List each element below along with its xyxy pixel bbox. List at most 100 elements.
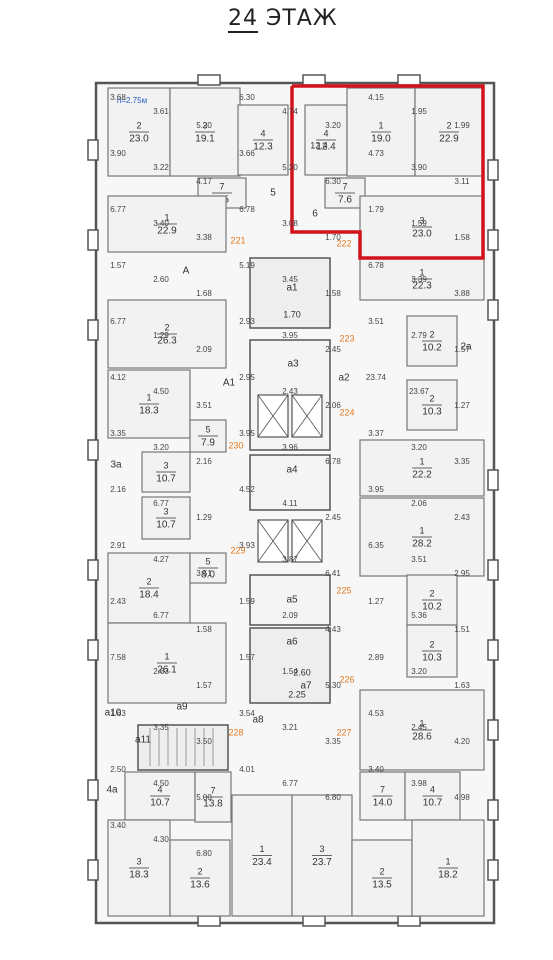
window-notch [487, 639, 499, 661]
zone-label: 6 [312, 209, 318, 220]
window-notch [487, 559, 499, 581]
room-number: 1 [419, 525, 424, 535]
room-area: 10.7 [156, 474, 176, 485]
dimension-label: 5.20 [196, 121, 212, 130]
room-number: 1 [419, 267, 424, 277]
dimension-label: 3.95 [368, 485, 384, 494]
room-area: 10.3 [422, 653, 442, 664]
room-number: 7 [210, 785, 215, 795]
dimension-label: 1.68 [196, 289, 212, 298]
dimension-label: 2.16 [110, 485, 126, 494]
dimension-label: 2.45 [325, 513, 341, 522]
dimension-label: 1.27 [454, 401, 470, 410]
room-number: 1 [146, 392, 151, 402]
elevator-cross [291, 519, 323, 563]
dimension-label: 6.77 [110, 317, 126, 326]
dimension-label: 2.91 [110, 541, 126, 550]
room-number: 2 [429, 588, 434, 598]
room-number: 4 [260, 128, 265, 138]
dimension-label: 3.20 [411, 667, 427, 676]
dimension-label: 2.06 [411, 499, 427, 508]
room-r19 [141, 496, 191, 540]
window-notch [397, 915, 421, 927]
room-number: 5 [205, 556, 210, 566]
dimension-label: 2.09 [282, 611, 298, 620]
room-area: 18.4 [139, 590, 159, 601]
dimension-label: 4.01 [239, 765, 255, 774]
window-notch [487, 469, 499, 491]
dimension-label: 2.43 [454, 513, 470, 522]
room-number: 2 [164, 322, 169, 332]
dimension-label: 3.40 [368, 765, 384, 774]
dimension-label: 3.95 [239, 429, 255, 438]
room-number: 1 [164, 212, 169, 222]
dimension-label: 1.57 [110, 261, 126, 270]
dimension-label: 6.77 [153, 499, 169, 508]
room-area: 12.4 [316, 142, 336, 153]
room-area: 18.2 [438, 870, 458, 881]
window-notch [487, 859, 499, 881]
dimension-label: 2.16 [196, 457, 212, 466]
room-number: 2 [379, 866, 384, 876]
dimension-label: 4.43 [325, 625, 341, 634]
dimension-label: 1.79 [368, 205, 384, 214]
dimension-label: 7.58 [110, 653, 126, 662]
dimension-label: 3.45 [282, 275, 298, 284]
window-notch [487, 159, 499, 181]
dimension-label: 2.89 [368, 653, 384, 662]
dimension-label: 4.50 [153, 387, 169, 396]
dimension-label: 3.08 [282, 219, 298, 228]
dimension-label: 3.51 [196, 401, 212, 410]
dimension-label: 4.11 [283, 499, 299, 508]
dimension-label: 3.66 [239, 149, 255, 158]
room-area: 22.2 [412, 470, 432, 481]
dimension-label: 3.50 [196, 737, 212, 746]
zone-label: 4a [106, 785, 118, 796]
stair-a1 [137, 724, 229, 771]
dimension-label: 4.74 [282, 107, 298, 116]
window-notch [87, 559, 99, 581]
dimension-label: 5.36 [411, 611, 427, 620]
dimension-label: 2.43 [282, 387, 298, 396]
dimension-label: 1.29 [196, 513, 212, 522]
dimension-label: 3.51 [368, 317, 384, 326]
dimension-label: 1.57 [454, 345, 470, 354]
dimension-label: 3.39 [411, 275, 427, 284]
room-area: 10.2 [422, 343, 442, 354]
dimension-label: 4.98 [454, 793, 470, 802]
room-area: 14.0 [373, 798, 393, 809]
room-number: 5 [205, 424, 210, 434]
dimension-label: 3.35 [153, 723, 169, 732]
ceiling-height-note: h=2.75м [117, 96, 147, 105]
dimension-label: 1.58 [325, 289, 341, 298]
zone-label: a10 [105, 708, 122, 719]
room-number: 1 [378, 120, 383, 130]
room-number: 1 [164, 651, 169, 661]
dimension-label: 5.00 [196, 793, 212, 802]
dimension-label: 4.12 [110, 373, 126, 382]
dimension-label: 5.20 [282, 163, 298, 172]
dimension-label: 2.60 [153, 275, 169, 284]
dimension-label: 3.54 [239, 709, 255, 718]
zone-label: 5 [270, 188, 276, 199]
dimension-label: 3.51 [411, 555, 427, 564]
zone-label: a7 [300, 681, 312, 692]
room-r28 [194, 771, 232, 823]
room-area: 7.9 [201, 438, 215, 449]
room-number: 2 [429, 329, 434, 339]
window-notch [87, 139, 99, 161]
window-notch [87, 779, 99, 801]
floor-number: 24 [228, 6, 258, 31]
dimension-label: 3.40 [153, 219, 169, 228]
apartment-number: 227 [336, 727, 351, 737]
dimension-label: 1.70 [325, 233, 341, 242]
room-area: 22.9 [439, 134, 459, 145]
room-area: 8.0 [201, 570, 215, 581]
dimension-label: 3.37 [368, 429, 384, 438]
dimension-label: 3.61 [153, 107, 169, 116]
corridor-a4 [249, 454, 331, 511]
dimension-label: 4.30 [153, 835, 169, 844]
room-number: 3 [202, 120, 207, 130]
apartment-number: 224 [339, 407, 354, 417]
